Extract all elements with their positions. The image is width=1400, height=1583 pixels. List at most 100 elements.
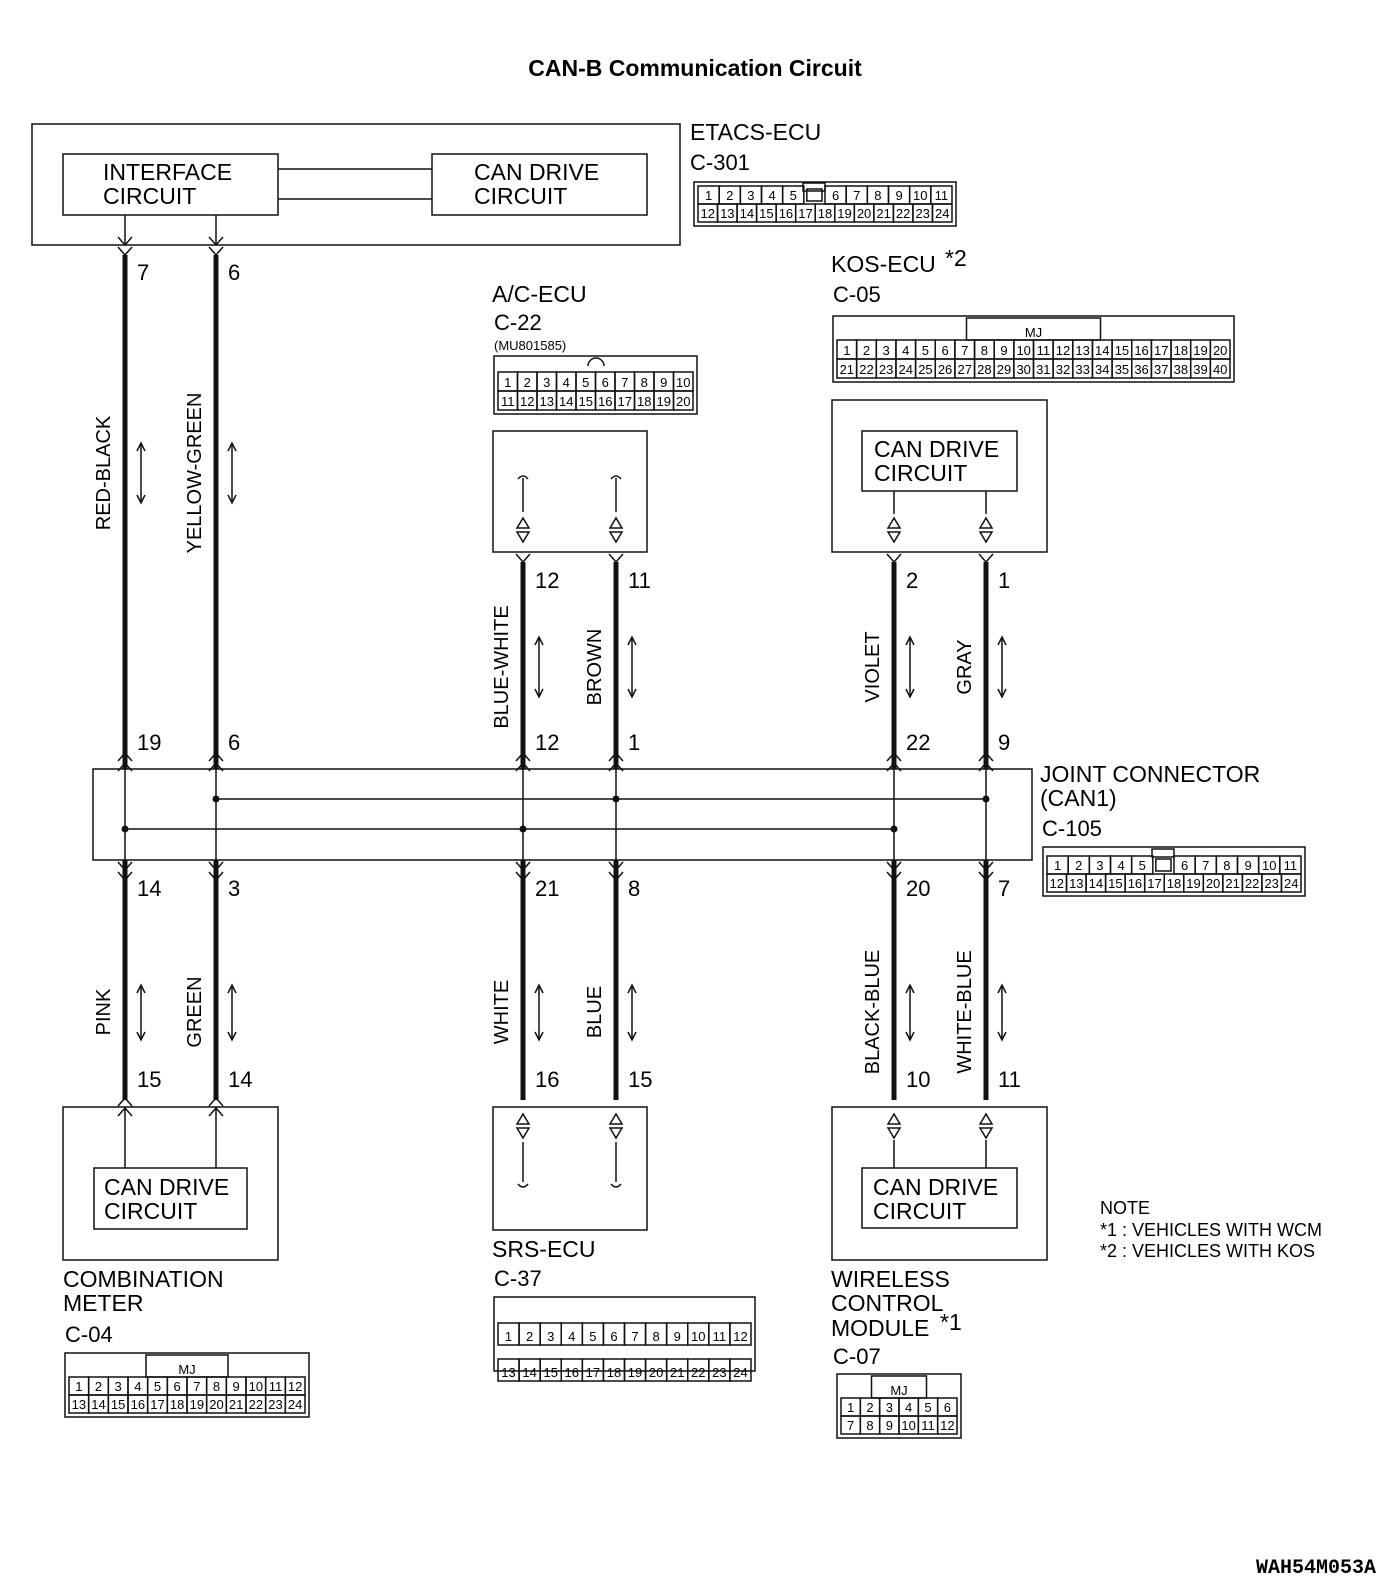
ac-lead-break [610,475,622,480]
connector-pin-number: 12 [520,394,534,409]
pin-number-bottom: 6 [228,730,240,755]
terminal-triangle-down [978,1127,994,1140]
srs-ecu-internal-terminals [515,1112,624,1188]
connector-cell [729,1358,752,1382]
signal-arrowhead-down [136,1031,146,1042]
terminal-triangle-up [886,516,902,529]
connector-pin-number: 36 [1134,362,1148,377]
connector-pin-number: 2 [95,1379,102,1394]
connector-cell [672,390,694,411]
connector-pin-number: 16 [131,1397,145,1412]
figure-id: WAH54M053A [1256,1557,1376,1580]
connector-pin-number: 2 [863,343,870,358]
pin-number-bottom: 10 [906,1067,930,1092]
connector-pin-number: 14 [559,394,573,409]
connector-pin-number: 32 [1056,362,1070,377]
pin-number-bottom: 22 [906,730,930,755]
connector-pin-number: 24 [288,1397,302,1412]
signal-arrowhead-down [136,494,146,505]
wire-color-label: BROWN [584,629,606,706]
connector-pin-number: 24 [1284,876,1298,891]
connector-pin-number: 23 [915,206,929,221]
connector-pin-number: 4 [568,1329,575,1344]
wire-arrow [515,553,531,564]
connector-pin-number: 10 [901,1418,915,1433]
connector-pin-number: 6 [610,1329,617,1344]
connector-pin-number: 22 [859,362,873,377]
wire-arrow [515,751,531,762]
ac-ecu-box [492,430,648,553]
terminal-triangle-down [608,1127,624,1140]
connector-pin-number: 8 [981,343,988,358]
combination-meter-box [62,1106,279,1261]
terminal-triangle-up [978,516,994,529]
connector-pin-number: 18 [637,394,651,409]
connector-pin-number: 10 [676,375,690,390]
connector-pin-number: 5 [154,1379,161,1394]
connector-pin-number: 17 [798,206,812,221]
meter-internal-leads [124,1107,217,1168]
connector-pin-number: 14 [91,1397,105,1412]
connector-pin-number: 24 [935,206,949,221]
connector-pin-number: 13 [720,206,734,221]
connector-pin-number: 1 [705,188,712,203]
connector-pin-number: 2 [866,1400,873,1415]
etacs-can-drive-box [431,153,648,216]
connector-pin-number: 14 [740,206,754,221]
signal-arrowhead-down [997,1031,1007,1042]
connector-cell [931,203,953,223]
wire-arrow [117,861,133,872]
connector-pin-number: 9 [1000,343,1007,358]
wire-color-label: WHITE-BLUE [954,950,976,1073]
wire-arrow [208,236,224,247]
connector-pin-number: 22 [691,1365,705,1380]
connector-pin-number: 18 [818,206,832,221]
signal-arrowhead-up [627,983,637,994]
ac-ecu-part-number: (MU801585) [494,338,566,353]
connector-key [806,188,823,202]
connector-pin-number: 4 [902,343,909,358]
connector-cell [729,1322,752,1346]
connector-pin-number: 31 [1036,362,1050,377]
connector-pin-number: 2 [524,375,531,390]
connector-pin-number: 14 [522,1365,536,1380]
connector-pin-number: 12 [1056,343,1070,358]
connector-pin-number: 6 [602,375,609,390]
pin-number-top: 20 [906,876,930,901]
connector-pin-number: 11 [713,1329,727,1344]
connector-pin-number: 2 [726,188,733,203]
pin-number-top: 2 [906,568,918,593]
connector-pin-number: 8 [874,188,881,203]
connector-pin-number: 12 [1050,876,1064,891]
signal-arrowhead-down [534,688,544,699]
srs-ecu-box [492,1106,648,1231]
connector-latch [1151,848,1175,858]
connector-pin-number: 7 [621,375,628,390]
signal-arrowhead-up [136,983,146,994]
kos-ecu-note-mark: *2 [945,245,967,271]
wcm-connector-id: C-07 [833,1344,881,1369]
ac-ecu-internal-terminals [515,475,624,544]
wcm-name-3: MODULE [831,1315,929,1341]
joint-connector-name-2: (CAN1) [1040,785,1117,811]
connector-pin-number: 15 [111,1397,125,1412]
signal-arrowhead-down [227,494,237,505]
connector-pin-number: 8 [213,1379,220,1394]
wire-color-label: BLACK-BLUE [862,950,884,1075]
connector-pin-number: 9 [674,1329,681,1344]
wire-arrow [515,871,531,882]
connector-pin-number: 1 [505,1329,512,1344]
connector-pin-number: 39 [1193,362,1207,377]
connector-pin-number: 23 [1264,876,1278,891]
connector-lock-tab [145,1354,229,1378]
connector-pin-number: 11 [501,394,515,409]
wire-arrow [208,751,224,762]
wire-arrow [978,761,994,772]
connector-tag: MJ [890,1383,907,1398]
connector-pin-number: 17 [1147,876,1161,891]
wcm-note-mark: *1 [940,1309,962,1335]
